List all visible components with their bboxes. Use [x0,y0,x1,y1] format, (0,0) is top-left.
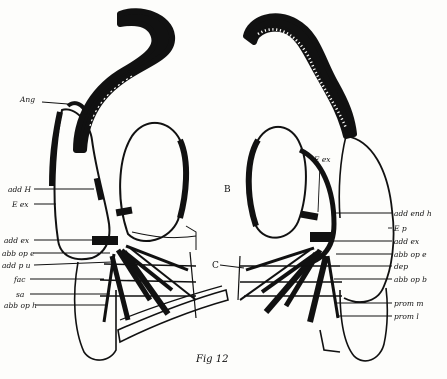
left-curved-tube [76,11,172,150]
label-abb-op-e-left: abb op e [2,249,35,258]
right-outer-body [344,136,394,302]
label-e-ex-right: E ex [313,155,331,164]
label-add-end-h: add end h [394,209,432,218]
letter-c: C [212,261,219,271]
left-labels: Ang add H E ex add ex abb op e add p u f… [2,95,37,310]
label-ang: Ang [19,95,35,104]
label-dep: dep [394,262,408,271]
label-fac: fac [13,275,26,284]
right-curved-tube [246,16,354,136]
label-abb-op-b: abb op b [394,275,427,284]
figure-caption: Fig 12 [195,354,228,365]
label-prom-l: prom l [394,312,419,321]
left-inner-lobe [120,123,186,241]
label-add-ex-right: add ex [394,237,420,246]
label-sa: sa [16,290,24,299]
right-muscle-fan [240,248,342,322]
label-prom-m: prom m [394,299,424,308]
label-add-pu: add p u [2,261,31,270]
label-e-p: E p [393,224,407,233]
label-add-h: add H [8,185,31,194]
left-muscle-fan [100,246,196,322]
label-abb-op-e-right: abb op e [394,250,427,259]
label-e-ex-left: E ex [11,200,29,209]
left-bottom-plate [118,290,228,342]
label-abb-op-h-left: abb op h [4,301,37,310]
label-add-ex-left: add ex [4,236,30,245]
right-specimen [238,16,394,361]
letter-b: B [224,185,231,195]
left-specimen [52,11,228,360]
